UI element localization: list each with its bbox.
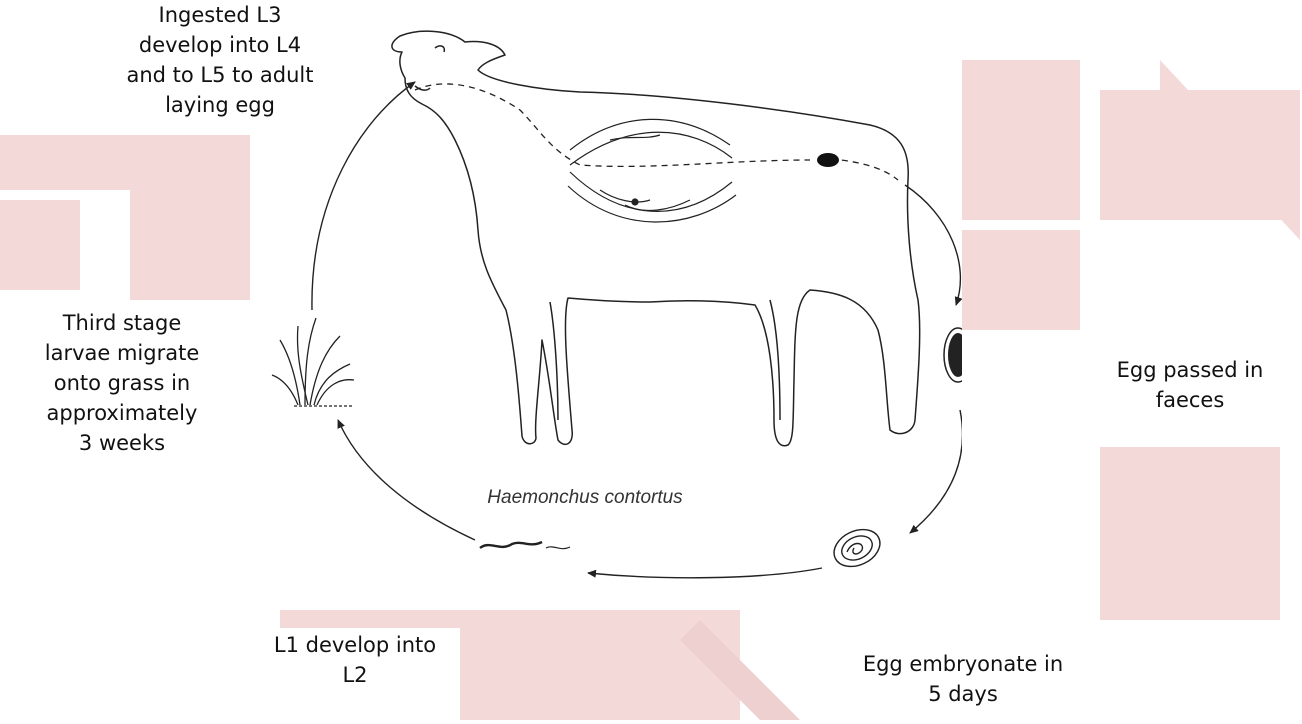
arrow-egg-to-embryonate — [910, 410, 962, 533]
label-egg-embryonate: Egg embryonate in 5 days — [818, 645, 1108, 724]
label-egg-passed: Egg passed in faeces — [1078, 343, 1302, 447]
arrow-body-to-egg — [905, 185, 960, 305]
embryonated-egg-illustration — [828, 522, 886, 573]
larva-illustration — [480, 542, 570, 549]
arrow-larva-to-grass — [338, 420, 475, 540]
abomasum-illustration — [568, 119, 736, 222]
label-third-stage-larvae: Third stage larvae migrate onto grass in… — [8, 306, 236, 548]
life-cycle-figure: Haemonchus contortus — [250, 0, 962, 605]
grass-illustration — [272, 318, 354, 406]
arrow-embryonate-to-larva — [588, 568, 822, 578]
egg-passed-illustration — [944, 328, 962, 382]
life-cycle-drawing: Haemonchus contortus — [250, 0, 962, 605]
species-name: Haemonchus contortus — [487, 487, 683, 508]
label-l1-develop: L1 develop into L2 — [250, 628, 460, 722]
egg-in-body — [817, 153, 839, 167]
label-ingested-l3: Ingested L3 develop into L4 and to L5 to… — [90, 0, 350, 132]
sheep-illustration — [392, 31, 920, 446]
